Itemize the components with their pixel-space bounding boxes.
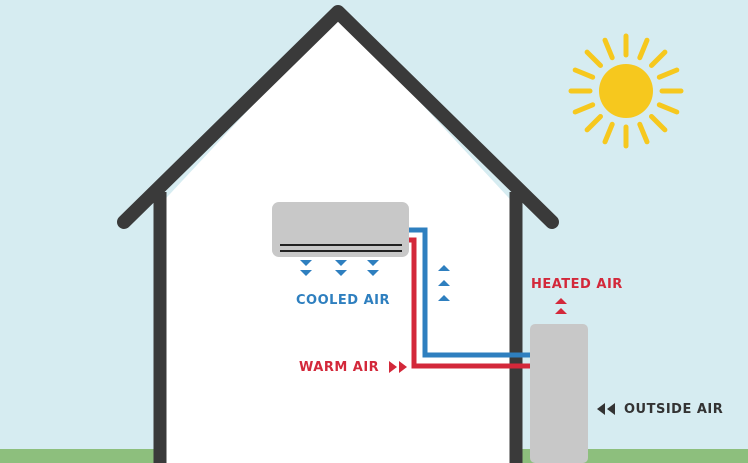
down-arrow (300, 260, 312, 266)
sun-ray (602, 121, 615, 145)
sun-ray (649, 114, 668, 133)
up-arrow (438, 265, 450, 271)
sun-icon (568, 33, 684, 149)
pipe-cold-line (405, 227, 534, 358)
double-arrow-left-icon (597, 403, 615, 415)
outside-air-label: OUTSIDE AIR (624, 402, 724, 417)
sun-ray (572, 67, 596, 80)
down-arrow (300, 270, 312, 276)
right-arrow (389, 361, 397, 373)
sun-ray (602, 37, 615, 61)
right-arrow (399, 361, 407, 373)
house-roof-outline (117, 5, 559, 229)
sun-ray (637, 37, 650, 61)
cooled-air-label: COOLED AIR (296, 293, 391, 308)
chevron-down-icon (300, 260, 379, 276)
sun-ray (656, 67, 680, 80)
refrigerant-pipes (405, 227, 534, 369)
heated-air-label: HEATED AIR (531, 277, 623, 292)
down-arrow (335, 260, 347, 266)
sun-ray (584, 114, 603, 133)
indoor-ac-unit (272, 202, 409, 257)
sun-ray (637, 121, 650, 145)
sun-ray (584, 49, 603, 68)
pipe-warm-line (405, 237, 534, 369)
heated-air-arrows (555, 298, 567, 314)
sun-ray (649, 49, 668, 68)
double-arrow-right-icon (389, 361, 407, 373)
chevron-up-icon (438, 265, 450, 301)
up-arrow (555, 298, 567, 304)
down-arrow (367, 270, 379, 276)
down-arrow (335, 270, 347, 276)
sun-ray (572, 102, 596, 115)
down-arrow (367, 260, 379, 266)
up-arrow (438, 295, 450, 301)
left-arrow (607, 403, 615, 415)
up-arrow (438, 280, 450, 286)
outdoor-unit (530, 324, 588, 463)
left-arrow (597, 403, 605, 415)
up-arrow (555, 308, 567, 314)
warm-air-label: WARM AIR (299, 360, 380, 375)
sun-ray (656, 102, 680, 115)
